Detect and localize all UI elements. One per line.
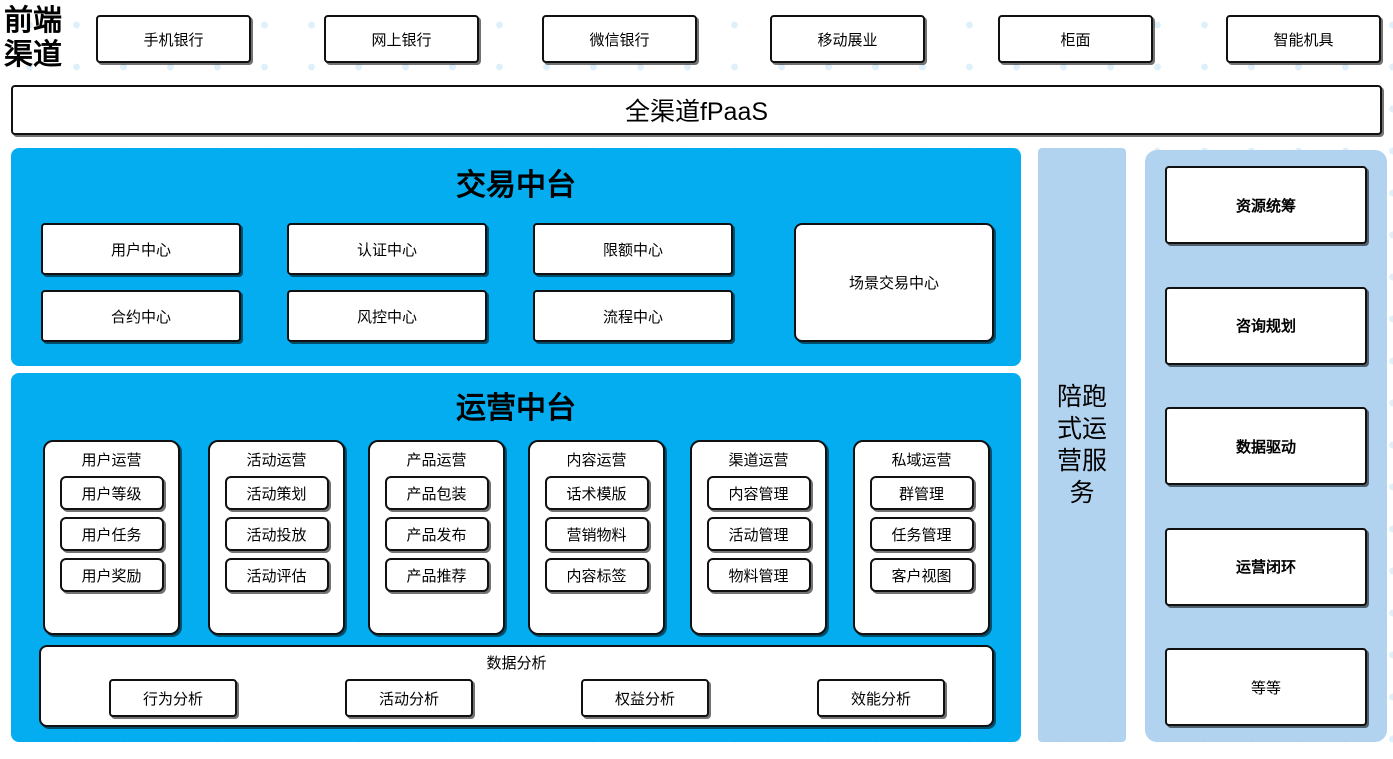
trade-cell-contract-center[interactable]: 合约中心: [41, 290, 241, 342]
service-card-consulting-planning[interactable]: 咨询规划: [1165, 286, 1367, 365]
ops-item-activity-delivery[interactable]: 活动投放: [224, 517, 329, 551]
ops-column-items: 内容管理 活动管理 物料管理: [692, 476, 825, 592]
ops-column-header: 用户运营: [81, 451, 142, 469]
frontend-channel-title-line1: 前端: [4, 5, 63, 37]
channel-chip-wechat-bank[interactable]: 微信银行: [542, 15, 697, 63]
ops-item-content-tag[interactable]: 内容标签: [544, 558, 649, 592]
accompany-operation-service-panel: 陪跑式运营服务: [1038, 148, 1126, 742]
channel-chip-smart-machine[interactable]: 智能机具: [1226, 15, 1381, 63]
service-card-etc[interactable]: 等等: [1165, 648, 1367, 726]
frontend-channel-title: 前端 渠道: [4, 2, 90, 74]
ops-column-header: 渠道运营: [728, 451, 789, 469]
ops-item-material-management[interactable]: 物料管理: [706, 558, 811, 592]
ops-column-user-operation: 用户运营 用户等级 用户任务 用户奖励: [43, 440, 180, 635]
trade-cell-auth-center[interactable]: 认证中心: [287, 223, 487, 275]
ops-column-header: 私域运营: [891, 451, 952, 469]
ops-item-product-recommend[interactable]: 产品推荐: [384, 558, 489, 592]
services-column-panel: 资源统筹 咨询规划 数据驱动 运营闭环 等等: [1145, 150, 1387, 742]
data-analysis-item-behavior[interactable]: 行为分析: [109, 679, 237, 717]
ops-column-items: 群管理 任务管理 客户视图: [855, 476, 988, 592]
ops-column-product-operation: 产品运营 产品包装 产品发布 产品推荐: [368, 440, 505, 635]
trade-cell-limit-center[interactable]: 限额中心: [533, 223, 733, 275]
ops-item-customer-view[interactable]: 客户视图: [869, 558, 974, 592]
data-analysis-item-activity[interactable]: 活动分析: [345, 679, 473, 717]
ops-column-activity-operation: 活动运营 活动策划 活动投放 活动评估: [208, 440, 345, 635]
channel-chip-counter[interactable]: 柜面: [998, 15, 1153, 63]
ops-item-marketing-material[interactable]: 营销物料: [544, 517, 649, 551]
ops-column-header: 产品运营: [406, 451, 467, 469]
data-analysis-strip: 数据分析 行为分析 活动分析 权益分析 效能分析: [39, 645, 994, 727]
ops-column-content-operation: 内容运营 话术模版 营销物料 内容标签: [528, 440, 665, 635]
data-analysis-item-rights[interactable]: 权益分析: [581, 679, 709, 717]
ops-item-activity-management[interactable]: 活动管理: [706, 517, 811, 551]
ops-column-items: 话术模版 营销物料 内容标签: [530, 476, 663, 592]
ops-item-group-management[interactable]: 群管理: [869, 476, 974, 510]
ops-item-script-template[interactable]: 话术模版: [544, 476, 649, 510]
ops-item-task-management[interactable]: 任务管理: [869, 517, 974, 551]
trade-center-title: 交易中台: [456, 169, 576, 202]
frontend-channel-title-line2: 渠道: [4, 39, 63, 71]
service-card-operation-closed-loop[interactable]: 运营闭环: [1165, 527, 1367, 606]
ops-item-activity-planning[interactable]: 活动策划: [224, 476, 329, 510]
ops-column-header: 活动运营: [246, 451, 307, 469]
ops-item-product-release[interactable]: 产品发布: [384, 517, 489, 551]
ops-item-user-task[interactable]: 用户任务: [59, 517, 164, 551]
ops-center-title: 运营中台: [456, 392, 576, 425]
ops-column-private-domain-operation: 私域运营 群管理 任务管理 客户视图: [853, 440, 990, 635]
channel-chip-mobile-biz[interactable]: 移动展业: [770, 15, 925, 63]
omnichannel-fpaas-bar[interactable]: 全渠道fPaaS: [11, 85, 1382, 135]
ops-column-channel-operation: 渠道运营 内容管理 活动管理 物料管理: [690, 440, 827, 635]
trade-cell-risk-center[interactable]: 风控中心: [287, 290, 487, 342]
service-card-data-driven[interactable]: 数据驱动: [1165, 407, 1367, 485]
accompany-operation-service-label: 陪跑式运营服务: [1056, 383, 1107, 507]
ops-item-product-packaging[interactable]: 产品包装: [384, 476, 489, 510]
ops-item-content-management[interactable]: 内容管理: [706, 476, 811, 510]
trade-cell-user-center[interactable]: 用户中心: [41, 223, 241, 275]
ops-item-user-level[interactable]: 用户等级: [59, 476, 164, 510]
ops-column-items: 活动策划 活动投放 活动评估: [210, 476, 343, 592]
trade-cell-scenario-trade-center[interactable]: 场景交易中心: [794, 223, 994, 342]
frontend-channel-row: 前端 渠道 手机银行 网上银行 微信银行 移动展业 柜面 智能机具: [0, 0, 1393, 78]
channel-chip-mobile-bank[interactable]: 手机银行: [96, 15, 251, 63]
ops-column-header: 内容运营: [566, 451, 627, 469]
ops-column-items: 用户等级 用户任务 用户奖励: [45, 476, 178, 592]
data-analysis-item-performance[interactable]: 效能分析: [817, 679, 945, 717]
service-card-resource-coordination[interactable]: 资源统筹: [1165, 166, 1367, 244]
data-analysis-title: 数据分析: [486, 655, 547, 672]
channel-chip-online-bank[interactable]: 网上银行: [324, 15, 479, 63]
trade-cell-process-center[interactable]: 流程中心: [533, 290, 733, 342]
ops-column-items: 产品包装 产品发布 产品推荐: [370, 476, 503, 592]
ops-item-user-reward[interactable]: 用户奖励: [59, 558, 164, 592]
ops-item-activity-evaluation[interactable]: 活动评估: [224, 558, 329, 592]
